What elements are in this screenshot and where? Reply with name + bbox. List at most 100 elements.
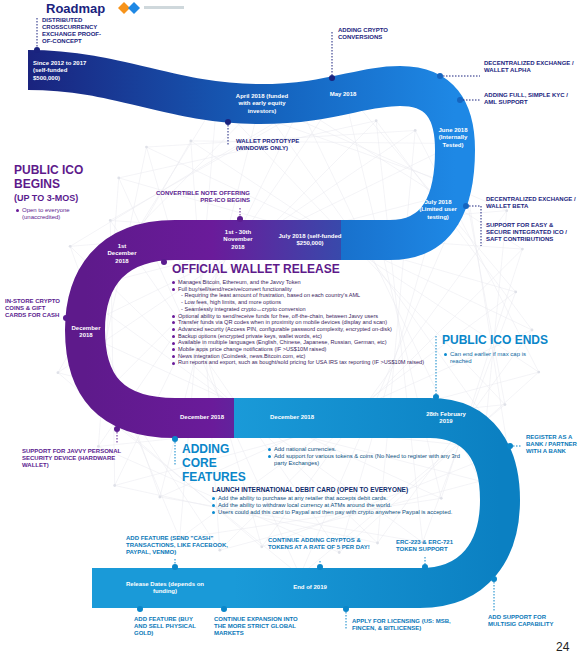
label-box: December 2018 xyxy=(177,414,227,421)
label-box: 28th February 2019 xyxy=(426,411,466,425)
bullet-dot xyxy=(172,321,175,324)
date-label: End of 2019 xyxy=(280,584,340,591)
section-heading: ADDING CORE FEATURES xyxy=(182,443,266,484)
list-row: Available in multiple languages (English… xyxy=(172,339,434,346)
label-box: ADD FEATURE (BUY AND SELL PHYSICAL GOLD) xyxy=(134,616,200,637)
page-number: 24 xyxy=(556,640,580,654)
label-box: DISTRIBUTED CROSSCURRENCY EXCHANGE PROOF… xyxy=(42,17,104,45)
list-row: News integration (Coindesk, news.Bitcoin… xyxy=(172,353,434,360)
milestone-label: DECENTRALIZED EXCHANGE / WALLET BETA xyxy=(486,196,578,210)
leader-line xyxy=(175,442,176,466)
bullet-dot xyxy=(212,511,215,514)
leader-line xyxy=(240,208,241,216)
list-row: Full buy/sell/send/receive/convert funct… xyxy=(172,286,434,293)
section-heading: OFFICIAL WALLET RELEASE xyxy=(172,263,392,277)
bullet-dot xyxy=(172,315,175,318)
bullet-dot xyxy=(16,209,19,212)
network-node xyxy=(260,545,263,548)
milestone-dot xyxy=(422,564,428,570)
feature-item: Full buy/sell/send/receive/convert funct… xyxy=(178,286,434,293)
bullet-dot xyxy=(172,362,175,365)
feature-item: News integration (Coindesk, news.Bitcoin… xyxy=(178,353,434,360)
list-row: Mobile apps price change notifications (… xyxy=(172,346,434,353)
milestone-label: CONVERTIBLE NOTE OFFERING PRE-ICO BEGINS xyxy=(148,190,250,204)
network-node xyxy=(189,140,192,143)
text-group: Manages Bitcoin, Ethereum, and the Javvy… xyxy=(172,279,434,366)
milestone-dot xyxy=(433,394,439,400)
label-box: REGISTER AS A BANK / PARTNER WITH A BANK xyxy=(526,434,580,455)
bullet-dot xyxy=(172,281,175,284)
label-box: 24 xyxy=(556,640,580,654)
milestone-label: (UP TO 3-MOS) xyxy=(14,193,94,204)
leader-line xyxy=(463,100,480,101)
label-box: July 2018 (Limited user testing) xyxy=(414,199,462,220)
feature-item: Optional ability to send/receive funds f… xyxy=(178,313,434,320)
milestone-label: ADD FEATURE (BUY AND SELL PHYSICAL GOLD) xyxy=(134,616,200,637)
network-node xyxy=(109,219,112,222)
network-node xyxy=(505,209,508,212)
milestone-label: SUPPORT FOR EASY & SECURE INTEGRATED ICO… xyxy=(486,222,578,243)
date-label: December 2018 xyxy=(267,414,317,421)
network-line xyxy=(378,130,416,543)
bullet-dot xyxy=(172,342,175,345)
list-row: Optional ability to send/receive funds f… xyxy=(172,313,434,320)
date-label: 28th February 2019 xyxy=(426,411,466,425)
milestone-dot xyxy=(437,73,443,79)
label-box: Since 2012 to 2017 (self-funded $500,000… xyxy=(33,60,91,81)
section-heading: PUBLIC ICO ENDS xyxy=(442,334,554,348)
date-label: 1st December 2018 xyxy=(103,243,141,264)
bullet-dot xyxy=(172,335,175,338)
milestone-dot xyxy=(63,315,69,321)
milestone-label: SUPPORT FOR JAVVY PERSONAL SECURITY DEVI… xyxy=(22,448,122,469)
network-node xyxy=(376,542,379,545)
label-box: SUPPORT FOR EASY & SECURE INTEGRATED ICO… xyxy=(486,222,578,243)
milestone-label: CONTINUE ADDING CRYPTOS & TOKENS AT A RA… xyxy=(268,537,382,551)
bullet-dot xyxy=(172,355,175,358)
milestone-label: IN-STORE CRYPTO COINS & GIFT CARDS FOR C… xyxy=(5,298,61,319)
milestone-label: REGISTER AS A BANK / PARTNER WITH A BANK xyxy=(526,434,580,455)
list-row: Add the ability to purchase at any retai… xyxy=(212,495,467,502)
network-node xyxy=(158,496,161,499)
network-node xyxy=(97,445,100,448)
list-row: LAUNCH INTERNATIONAL DEBIT CARD (OPEN TO… xyxy=(212,486,467,494)
milestone-dot xyxy=(317,564,323,570)
label-box: IN-STORE CRYPTO COINS & GIFT CARDS FOR C… xyxy=(5,298,61,319)
network-node xyxy=(145,146,148,149)
feature-item: Add support for various tokens & coins (… xyxy=(274,453,468,467)
feature-item: Manages Bitcoin, Ethereum, and the Javvy… xyxy=(178,279,434,286)
feature-item: - Low fees, high limits, and more option… xyxy=(181,299,434,306)
milestone-dot xyxy=(507,443,513,449)
page-title: Roadmap xyxy=(46,1,105,17)
network-node xyxy=(338,551,341,554)
milestone-label: ADD SUPPORT FOR MULTISIG CAPABILITY xyxy=(488,614,572,628)
label-box: CONTINUE ADDING CRYPTOS & TOKENS AT A RA… xyxy=(268,537,382,551)
section-heading: PUBLIC ICO BEGINS xyxy=(14,164,90,192)
network-node xyxy=(521,248,524,251)
network-node xyxy=(414,129,417,132)
label-box: Can end earlier if max cap is reached xyxy=(444,351,544,365)
milestone-label: WALLET PROTOTYPE (WINDOWS ONLY) xyxy=(236,138,316,152)
label-box: APPLY FOR LICENSING (US: MSB, FINCEN, & … xyxy=(352,618,468,632)
feature-item: Run reports and export, such as bought/s… xyxy=(178,359,434,366)
bullet-dot xyxy=(444,353,447,356)
feature-item: Transfer funds via QR codes when in prox… xyxy=(178,319,434,326)
list-row: - Requiring the least amount of frustrat… xyxy=(172,292,434,299)
label-box: Release Dates (depends on funding) xyxy=(125,581,205,595)
label-box: DECENTRALIZED EXCHANGE / WALLET ALPHA xyxy=(484,60,578,74)
list-row: Run reports and export, such as bought/s… xyxy=(172,359,434,366)
date-label: Release Dates (depends on funding) xyxy=(125,581,205,595)
network-node xyxy=(537,371,540,374)
leader-line xyxy=(425,557,426,564)
label-box: ADDING CORE FEATURES xyxy=(182,443,266,484)
feature-item: Add the ability to withdraw local curren… xyxy=(218,502,467,509)
feature-item: Add the ability to purchase at any retai… xyxy=(218,495,467,502)
leader-line xyxy=(469,206,481,207)
leader-line xyxy=(117,432,118,444)
feature-item: Advanced security (Access PIN, configura… xyxy=(178,326,434,333)
feature-item: Add national currencies. xyxy=(274,446,468,453)
list-row: Manages Bitcoin, Ethereum, and the Javvy… xyxy=(172,279,434,286)
text-group: LAUNCH INTERNATIONAL DEBIT CARD (OPEN TO… xyxy=(212,486,467,516)
network-node xyxy=(531,329,534,332)
milestone-dot xyxy=(34,47,40,53)
